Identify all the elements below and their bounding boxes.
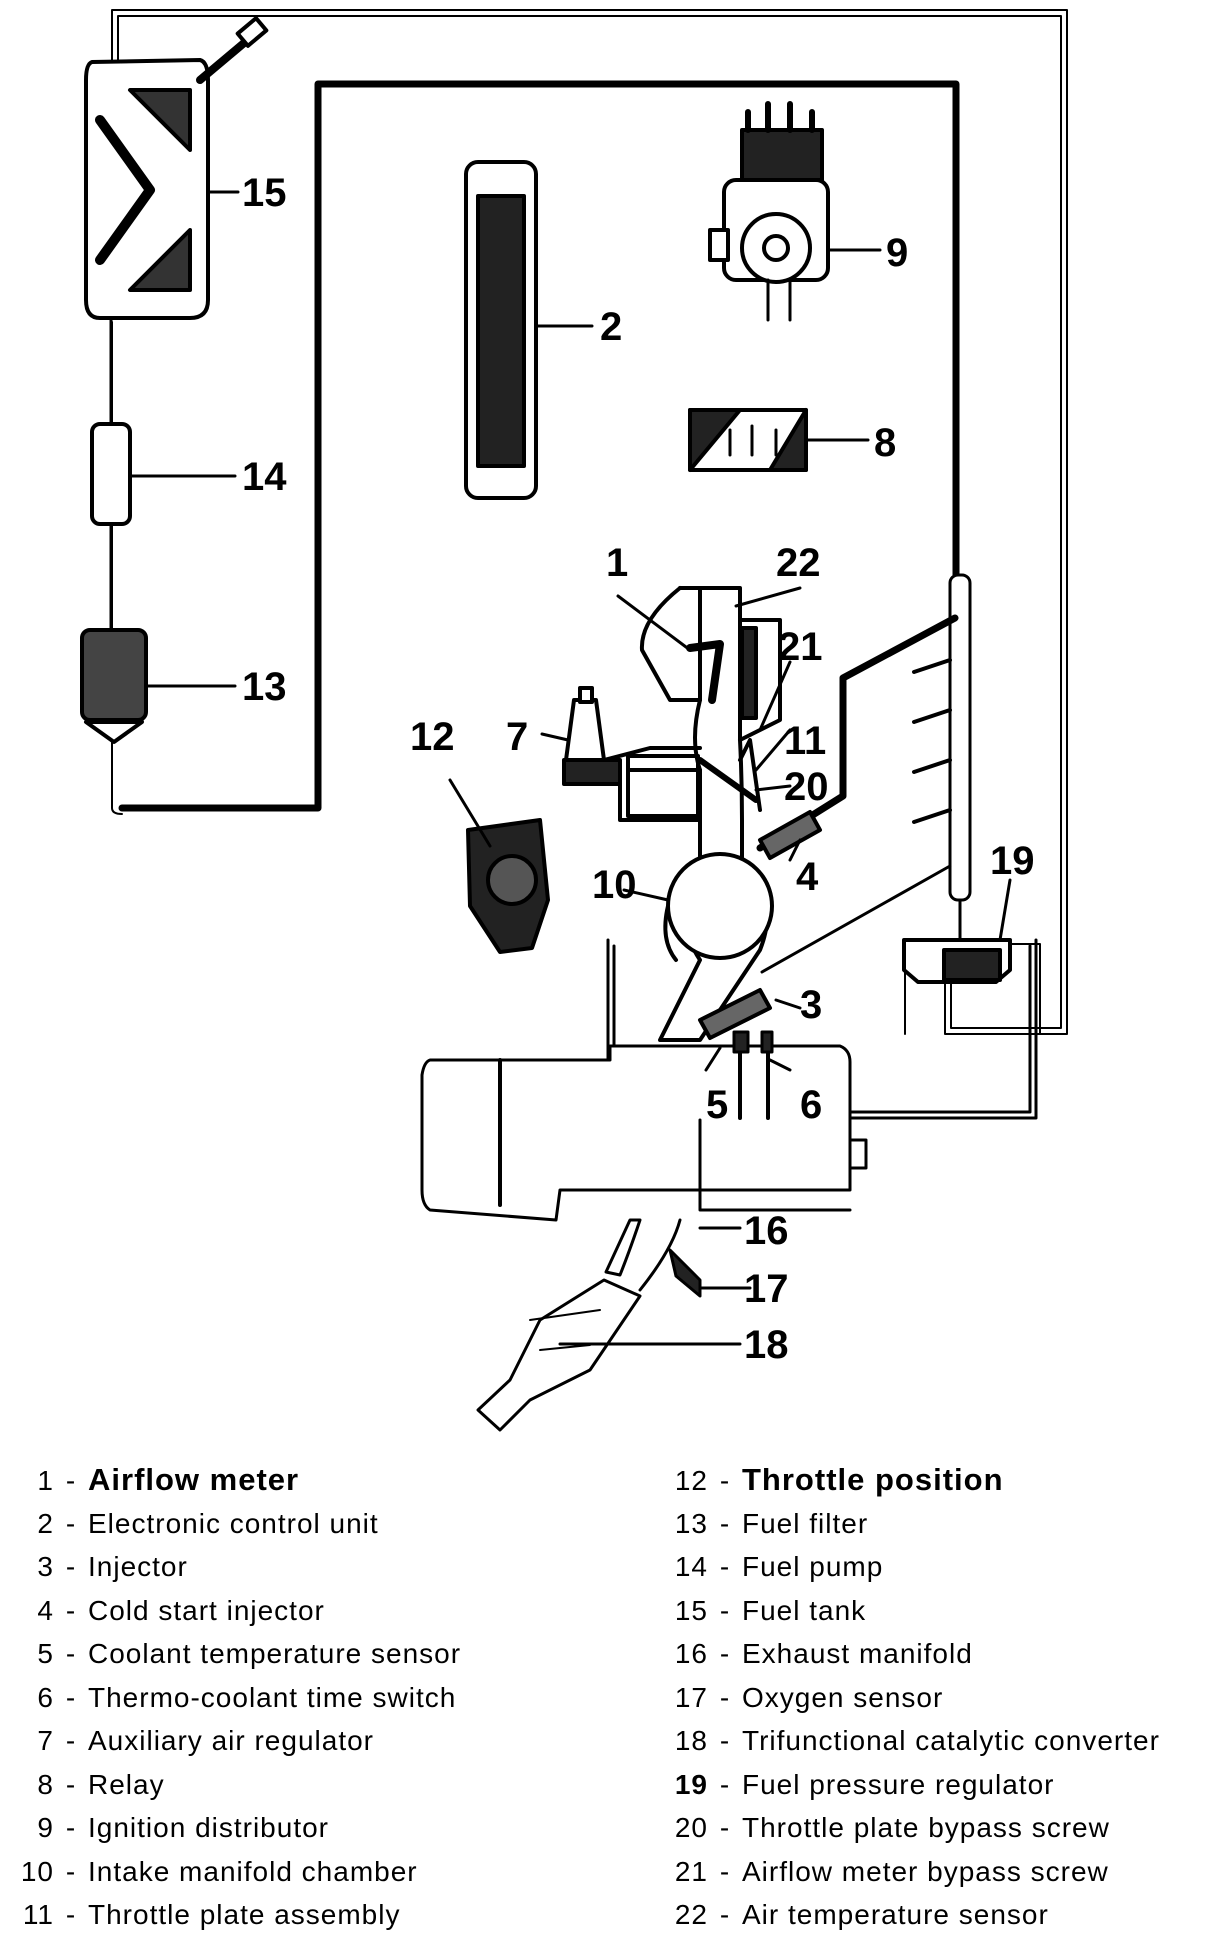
component-legend: 1-Airflow meter 2-Electronic control uni… [0,1440,1216,1944]
legend-column-right: 12-Throttle position 13-Fuel filter 14-F… [662,1458,1216,1937]
callout-9: 9 [886,231,908,275]
legend-item: 10-Intake manifold chamber [20,1855,418,1887]
callout-10: 10 [592,863,637,907]
callout-18: 18 [744,1323,789,1367]
relay [688,408,870,472]
legend-item: 3-Injector [37,1551,188,1582]
callout-11: 11 [784,719,826,763]
callout-14: 14 [242,455,287,499]
fuel-filter [80,628,237,744]
legend-item: 21-Airflow meter bypass screw [674,1855,1109,1887]
callout-1: 1 [606,541,628,585]
engine-block [420,938,1038,1222]
callout-22: 22 [776,541,821,585]
auxiliary-air-regulator [562,686,702,822]
fuel-tank [84,16,269,320]
callout-3: 3 [800,983,822,1027]
electronic-control-unit [464,160,594,500]
legend-item: 12-Throttle position [674,1462,1004,1497]
callout-2: 2 [600,305,622,349]
callout-21: 21 [778,625,823,669]
legend-item: 6-Thermo-coolant time switch [37,1681,457,1713]
fuel-return-line [111,9,1068,1035]
fuel-pressure-regulator [902,938,1041,1035]
legend-item: 14-Fuel pump [674,1551,884,1582]
intake-assembly [639,586,822,1042]
legend-item: 1-Airflow meter [37,1462,300,1497]
legend-item: 17-Oxygen sensor [674,1681,944,1713]
callout-19: 19 [990,839,1035,883]
callout-17: 17 [744,1267,789,1311]
legend-item: 20-Throttle plate bypass screw [674,1812,1110,1843]
legend-item: 16-Exhaust manifold [674,1638,973,1669]
callout-12: 12 [410,715,455,759]
legend-item: 18-Trifunctional catalytic converter [674,1725,1160,1756]
legend-item: 19-Fuel pressure regulator [674,1768,1055,1800]
callout-13: 13 [242,665,287,709]
legend-item: 7-Auxiliary air regulator [37,1725,374,1756]
legend-item: 13-Fuel filter [674,1507,869,1539]
legend-item: 5-Coolant temperature sensor [37,1638,462,1669]
callout-15: 15 [242,171,287,215]
legend-item: 22-Air temperature sensor [674,1899,1049,1930]
callout-5: 5 [706,1083,728,1127]
legend-column-left: 1-Airflow meter 2-Electronic control uni… [8,1458,628,1937]
fuel-supply-line [118,80,960,812]
callout-7: 7 [506,715,528,759]
legend-item: 8-Relay [37,1768,165,1800]
legend-item: 2-Electronic control unit [37,1507,379,1539]
legend-item: 4-Cold start injector [37,1594,325,1626]
callout-8: 8 [874,421,896,465]
callout-4: 4 [796,855,819,899]
legend-item: 9-Ignition distributor [37,1812,330,1843]
throttle-position-switch [448,778,550,954]
legend-item: 11-Throttle plate assembly [22,1899,401,1930]
exhaust-system [476,1218,752,1432]
callout-6: 6 [800,1083,822,1127]
callout-20: 20 [784,765,829,809]
callout-16: 16 [744,1209,789,1253]
fuel-pump [90,316,237,632]
callout-labels: 1 2 3 4 5 6 7 8 9 10 11 12 13 14 15 16 1… [242,171,1035,1367]
fuel-injection-system-diagram: 1 2 3 4 5 6 7 8 9 10 11 12 13 14 15 16 1… [80,9,1068,1432]
leader-lines [540,586,1012,1072]
legend-item: 15-Fuel tank [674,1594,867,1626]
ignition-distributor [708,101,882,322]
